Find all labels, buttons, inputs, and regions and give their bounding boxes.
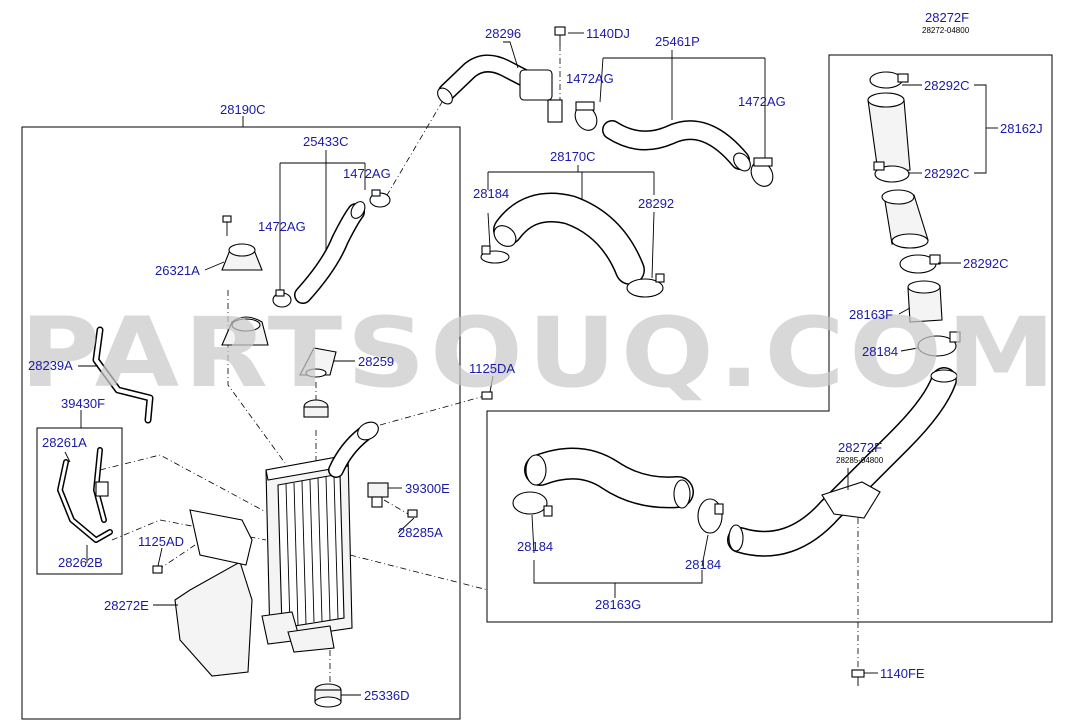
hose-28170c[interactable] [490, 192, 645, 285]
centerline [383, 499, 411, 516]
label-28184-c[interactable]: 28184 [517, 539, 553, 554]
cap-26321a[interactable] [221, 243, 263, 271]
label-28292c-b[interactable]: 28292C [924, 166, 970, 181]
clamp-28292c-lower[interactable] [873, 161, 910, 183]
label-28259[interactable]: 28259 [358, 354, 394, 369]
label-28292c-a[interactable]: 28292C [924, 78, 970, 93]
label-1125ad[interactable]: 1125AD [138, 534, 184, 549]
label-28285a[interactable]: 28285A [398, 525, 443, 540]
watermark: PARTSOUQ.COM [20, 297, 1060, 409]
label-1140fe[interactable]: 1140FE [880, 666, 925, 681]
resonator[interactable] [881, 189, 929, 249]
clamp-28184-right[interactable] [917, 331, 961, 357]
bracket-28259[interactable] [299, 347, 337, 378]
sensor-39300e[interactable] [367, 482, 389, 508]
clamp-28292c-mid[interactable] [899, 254, 941, 274]
grommet[interactable] [303, 399, 329, 418]
pipe-28163f[interactable] [907, 280, 943, 323]
label-28272f-top-part-number: 28272-04800 [922, 26, 970, 35]
group-box-28190c [21, 126, 461, 720]
label-28184-d[interactable]: 28184 [685, 557, 721, 572]
label-28184-b[interactable]: 28184 [862, 344, 898, 359]
clamp-28184-left[interactable] [512, 491, 553, 517]
label-28163g[interactable]: 28163G [595, 597, 641, 612]
bolt-1125da[interactable] [481, 391, 493, 400]
label-28292c-c[interactable]: 28292C [963, 256, 1009, 271]
centerline [379, 96, 446, 208]
label-28262b[interactable]: 28262B [58, 555, 103, 570]
label-26321a[interactable]: 26321A [155, 263, 200, 278]
label-28272f-top[interactable]: 28272F [925, 10, 969, 25]
grommet-25336d[interactable] [314, 683, 342, 708]
clamp-1472ag-right[interactable] [747, 157, 777, 191]
leader-lines [64, 32, 998, 696]
centerline [111, 519, 267, 541]
bolt-1125ad[interactable] [152, 565, 163, 574]
label-1472ag-d[interactable]: 1472AG [258, 219, 306, 234]
label-25336d[interactable]: 25336D [364, 688, 410, 703]
centerline [349, 554, 489, 591]
group-box-39430f [36, 427, 123, 575]
group-box-28170c [486, 54, 1053, 623]
label-25433c[interactable]: 25433C [303, 134, 349, 149]
hose-25433c[interactable] [294, 199, 368, 304]
label-28239a[interactable]: 28239A [28, 358, 73, 373]
label-28163f[interactable]: 28163F [849, 307, 893, 322]
bolt-1140fe[interactable] [851, 669, 865, 686]
centerline [157, 544, 196, 571]
label-1472ag-a[interactable]: 1472AG [566, 71, 614, 86]
label-28184-a[interactable]: 28184 [473, 186, 509, 201]
label-28190c[interactable]: 28190C [220, 102, 266, 117]
hose-28162j[interactable] [867, 92, 911, 173]
label-25461p[interactable]: 25461P [655, 34, 700, 49]
label-39300e[interactable]: 39300E [405, 481, 450, 496]
pipe-28272f[interactable] [727, 367, 958, 557]
clamp-28292[interactable] [626, 273, 665, 298]
label-39430f[interactable]: 39430F [61, 396, 105, 411]
centerline [354, 394, 489, 433]
label-28261a[interactable]: 28261A [42, 435, 87, 450]
centerline [99, 454, 267, 513]
label-1472ag-c[interactable]: 1472AG [343, 166, 391, 181]
label-28162j[interactable]: 28162J [1000, 121, 1043, 136]
label-28292[interactable]: 28292 [638, 196, 674, 211]
housing-cap[interactable] [221, 316, 269, 346]
label-28272f-mid[interactable]: 28272F [838, 440, 882, 455]
label-28296[interactable]: 28296 [485, 26, 521, 41]
label-1125da[interactable]: 1125DA [469, 361, 515, 376]
bolt-26321a[interactable] [222, 215, 232, 236]
bolt-28285a[interactable] [407, 509, 418, 518]
bolt-1140dj[interactable] [554, 26, 566, 46]
hose-28239a[interactable] [92, 326, 154, 424]
clamp-28292c-upper[interactable] [869, 71, 909, 89]
centerline [227, 290, 286, 464]
clamp-1472ag-top[interactable] [571, 101, 601, 135]
hose-28163g[interactable] [524, 447, 694, 509]
clamp-1472ag-small[interactable] [369, 189, 391, 208]
label-28272f-mid-part-number: 28285-04800 [836, 456, 884, 465]
clamp-28184-mid[interactable] [697, 498, 724, 534]
intercooler[interactable] [261, 454, 353, 653]
inlet-pipe[interactable] [328, 419, 382, 478]
clamp-28184-upper[interactable] [480, 245, 510, 264]
label-28272e[interactable]: 28272E [104, 598, 149, 613]
hose-28296[interactable] [435, 54, 563, 123]
hose-25461p[interactable] [602, 120, 754, 174]
label-1472ag-b[interactable]: 1472AG [738, 94, 786, 109]
hose-assembly-39430f[interactable] [57, 447, 113, 543]
air-guide-28272e[interactable] [174, 509, 253, 677]
label-28170c[interactable]: 28170C [550, 149, 596, 164]
label-1140dj[interactable]: 1140DJ [586, 26, 630, 41]
